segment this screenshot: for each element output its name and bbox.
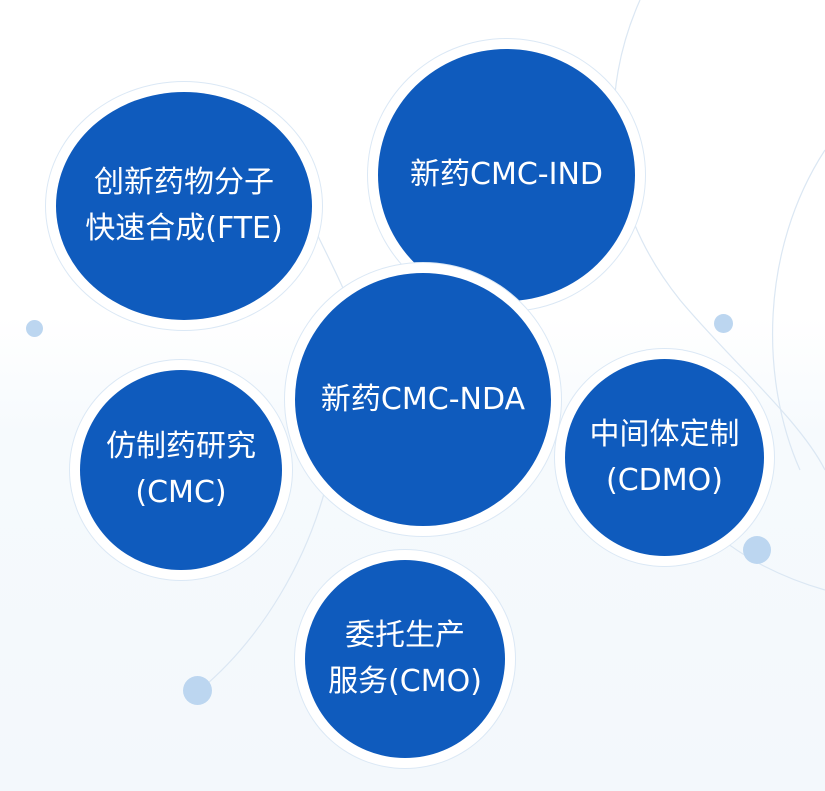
decor-dot-right-large [743,536,771,564]
decor-arc-right [772,149,825,471]
decor-dot-right-small [714,314,733,333]
node-cmo-line-1: 委托生产 [344,618,465,653]
node-fte: 创新药物分子 快速合成(FTE) [56,92,312,320]
node-generic-line-1: 仿制药研究 [106,429,256,464]
node-ind: 新药CMC-IND [378,49,635,301]
decor-dot-bottom-left [183,676,212,705]
node-ind-line-1: 新药CMC-IND [410,157,603,192]
node-generic-line-2: (CMC) [135,475,227,510]
node-generic: 仿制药研究 (CMC) [80,370,282,570]
node-fte-line-2: 快速合成(FTE) [85,211,283,246]
node-cdmo-label: 中间体定制 (CDMO) [590,412,740,504]
decor-arc-top-right [613,0,825,471]
node-cdmo-line-1: 中间体定制 [589,416,740,452]
node-cdmo-line-2: (CDMO) [606,462,723,498]
decor-dot-left [26,320,43,337]
node-nda-line-1: 新药CMC-NDA [320,381,526,417]
decor-arc-bottom-left [199,469,331,691]
node-cmo-line-2: 服务(CMO) [328,664,482,699]
node-nda-label: 新药CMC-NDA [321,377,525,423]
node-cmo: 委托生产 服务(CMO) [305,560,505,758]
node-generic-label: 仿制药研究 (CMC) [106,424,256,516]
node-cdmo: 中间体定制 (CDMO) [565,359,764,556]
node-fte-line-1: 创新药物分子 [93,165,274,200]
node-cmo-label: 委托生产 服务(CMO) [328,613,482,705]
node-fte-label: 创新药物分子 快速合成(FTE) [85,160,282,252]
node-nda: 新药CMC-NDA [295,273,551,526]
node-ind-label: 新药CMC-IND [410,152,603,198]
